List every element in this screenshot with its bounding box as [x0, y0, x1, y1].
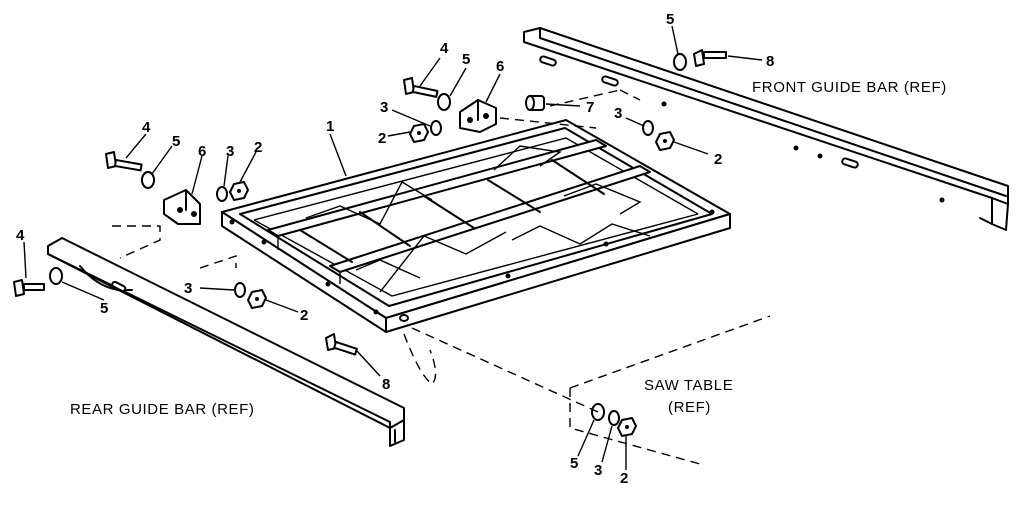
- washers: [49, 53, 687, 421]
- callout-5: 5: [462, 51, 470, 68]
- callout-4: 4: [142, 119, 151, 136]
- bracket-right: [459, 99, 497, 133]
- callout-3: 3: [184, 280, 192, 297]
- callout-6: 6: [496, 58, 504, 75]
- support-frame: [221, 119, 731, 333]
- rear-guide-bar: [47, 237, 405, 447]
- callout-2: 2: [254, 139, 262, 156]
- bracket-left: [163, 189, 201, 225]
- saw-table-caption-ref: (REF): [668, 399, 711, 416]
- callout-1: 1: [326, 118, 334, 135]
- bolt-rear-bar: [13, 279, 45, 297]
- reference-captions: FRONT GUIDE BAR (REF) REAR GUIDE BAR (RE…: [70, 79, 947, 418]
- callout-7: 7: [586, 99, 594, 116]
- callout-8: 8: [766, 53, 774, 70]
- assembly-lines: [112, 89, 771, 465]
- bolt-front-bar: [693, 49, 727, 67]
- callout-2: 2: [378, 130, 386, 147]
- callout-5: 5: [100, 300, 108, 317]
- lockwashers: [216, 120, 654, 426]
- bolt-front-frame: [325, 333, 358, 356]
- saw-table-caption: SAW TABLE: [644, 377, 733, 394]
- callout-6: 6: [198, 143, 206, 160]
- callout-5: 5: [172, 133, 180, 150]
- bolt-top: [403, 77, 439, 98]
- callout-5: 5: [666, 11, 674, 28]
- nuts: [229, 123, 675, 437]
- callout-2: 2: [300, 307, 308, 324]
- callout-5: 5: [570, 455, 578, 472]
- callout-3: 3: [594, 462, 602, 479]
- leader-lines: [23, 25, 763, 470]
- callout-2: 2: [714, 151, 722, 168]
- callout-4: 4: [440, 40, 449, 57]
- callout-3: 3: [226, 143, 234, 160]
- rear-guide-bar-caption: REAR GUIDE BAR (REF): [70, 401, 255, 418]
- front-guide-bar-caption: FRONT GUIDE BAR (REF): [752, 79, 947, 96]
- callout-3: 3: [614, 105, 622, 122]
- callout-numbers: 1 2 2 2 2 2 3 3 3 3 3 4 4 4 5 5 5 5 5 6 …: [16, 11, 774, 487]
- front-guide-bar: [523, 27, 1009, 231]
- callout-4: 4: [16, 227, 25, 244]
- callout-3: 3: [380, 99, 388, 116]
- callout-2: 2: [620, 470, 628, 487]
- callout-8: 8: [382, 376, 390, 393]
- bolt-left: [105, 151, 143, 172]
- spacer: [525, 95, 545, 111]
